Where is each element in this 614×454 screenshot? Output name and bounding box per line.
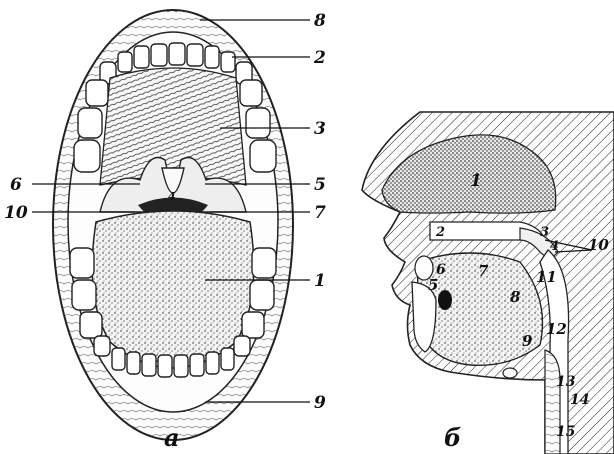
- label-b-9: 9: [522, 332, 533, 350]
- label-b-14: 14: [570, 392, 589, 408]
- label-a-8: 8: [313, 11, 326, 31]
- label-b-13: 13: [556, 374, 576, 390]
- label-b-11: 11: [536, 268, 557, 286]
- tongue: [92, 211, 254, 368]
- label-b-15: 15: [556, 424, 575, 440]
- label-a-7: 7: [314, 203, 326, 223]
- label-a-3: 3: [314, 119, 326, 139]
- label-b-1: 1: [470, 171, 482, 191]
- label-a-2: 2: [313, 48, 326, 68]
- label-b-7: 7: [478, 262, 489, 280]
- caption-b: б: [444, 423, 461, 452]
- figure-b-sagittal-section: 1 2 3 4 10 5 6 7 8 11 9 12 13 14 15 б: [362, 112, 614, 454]
- label-a-10: 10: [4, 203, 28, 223]
- label-b-12: 12: [546, 320, 567, 338]
- figure-a-open-mouth: 8 2 3 6 5 10 7 1 9 4 а: [4, 10, 326, 452]
- label-b-2: 2: [435, 225, 445, 240]
- label-a-1: 1: [314, 271, 326, 291]
- label-b-6: 6: [436, 262, 446, 278]
- mouth-opening-b: [438, 290, 452, 310]
- label-b-10: 10: [588, 236, 609, 254]
- caption-a: а: [164, 423, 180, 452]
- label-b-5: 5: [428, 276, 438, 294]
- hyoid-b: [503, 368, 517, 378]
- label-a-5: 5: [314, 175, 326, 195]
- label-a-4-uvula: 4: [168, 190, 176, 203]
- label-b-3: 3: [540, 225, 549, 240]
- label-a-6: 6: [10, 175, 22, 195]
- label-b-4: 4: [550, 239, 559, 254]
- label-a-9: 9: [314, 393, 326, 413]
- label-b-8: 8: [510, 288, 521, 306]
